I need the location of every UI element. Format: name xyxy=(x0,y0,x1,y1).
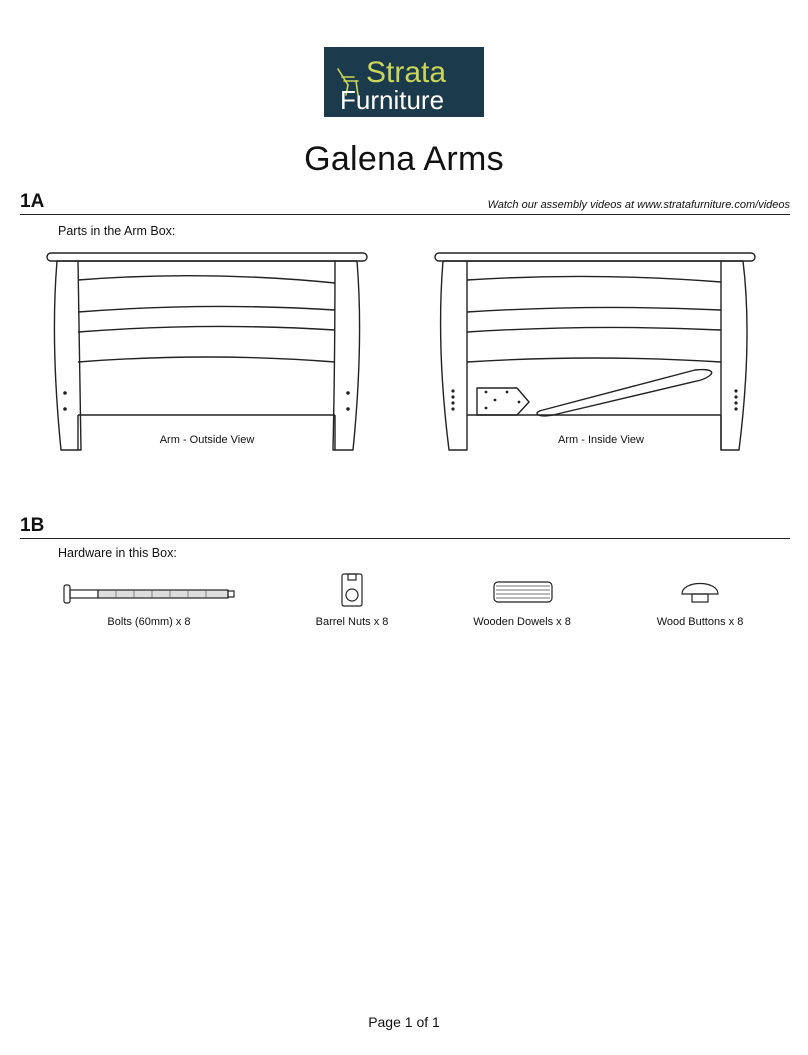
page-title: Galena Arms xyxy=(304,140,504,178)
wood-button-icon xyxy=(681,582,719,603)
assembly-videos-link[interactable]: Watch our assembly videos at www.strataf… xyxy=(487,199,790,211)
wooden-dowel-icon xyxy=(493,581,553,603)
section-number: 1B xyxy=(20,515,45,536)
section-1b-header: 1B xyxy=(20,515,790,539)
logo-line-1: Strata xyxy=(366,56,446,89)
section-1b-intro: Hardware in this Box: xyxy=(58,546,177,560)
adirondack-chair-icon: Strata Furniture xyxy=(337,56,446,115)
arm-outside-view-caption: Arm - Outside View xyxy=(159,434,255,446)
arm-outside-view-drawing xyxy=(46,252,368,451)
barrel-nut-icon xyxy=(341,573,363,607)
page-number: Page 1 of 1 xyxy=(368,1014,440,1030)
section-number: 1A xyxy=(20,191,45,212)
section-1a-header: 1A Watch our assembly videos at www.stra… xyxy=(20,191,790,215)
wooden-dowel-caption: Wooden Dowels x 8 xyxy=(473,616,571,628)
arm-inside-view-drawing xyxy=(434,252,756,451)
bolt-caption: Bolts (60mm) x 8 xyxy=(107,616,191,628)
wood-button-caption: Wood Buttons x 8 xyxy=(656,616,744,628)
barrel-nut-caption: Barrel Nuts x 8 xyxy=(315,616,389,628)
brand-logo: Strata Furniture xyxy=(324,47,484,117)
bolt-icon xyxy=(63,584,235,604)
logo-line-2: Furniture xyxy=(340,85,444,115)
arm-inside-view-caption: Arm - Inside View xyxy=(558,434,644,446)
section-1a-intro: Parts in the Arm Box: xyxy=(58,224,176,238)
